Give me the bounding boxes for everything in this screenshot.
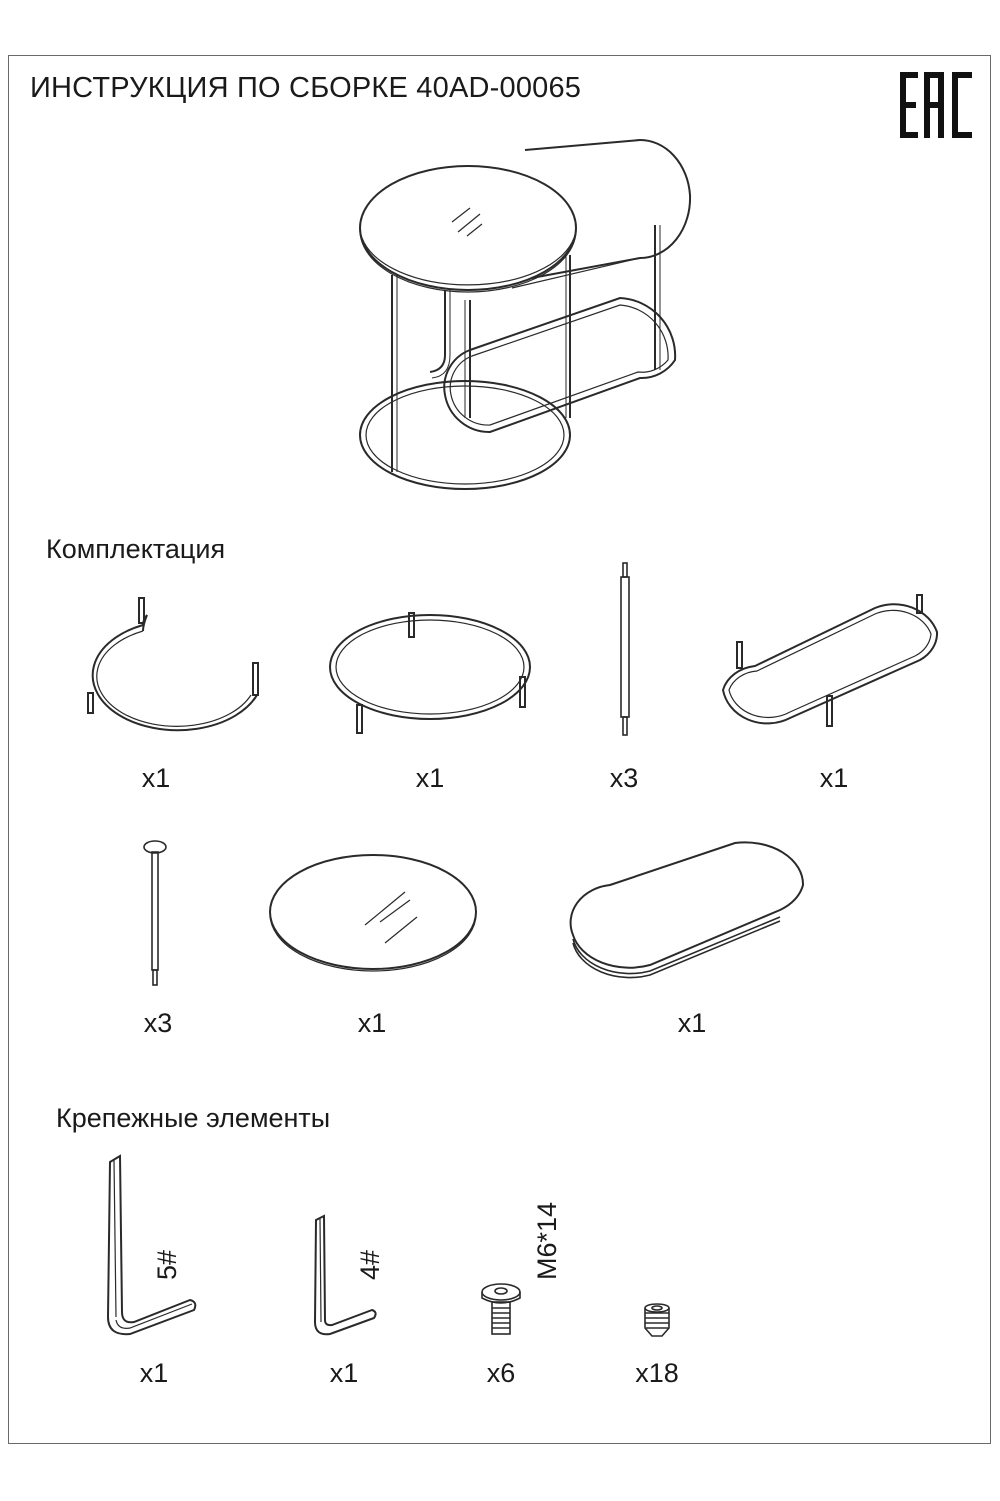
bolt-size-label: M6*14 [532, 1201, 562, 1280]
component-qty: x1 [357, 1008, 387, 1038]
assembled-table-illustration [359, 138, 692, 490]
fastener-qty: x18 [635, 1358, 679, 1388]
page-title: ИНСТРУКЦИЯ ПО СБОРКЕ 40AD-00065 [30, 72, 582, 104]
round-support-ring [329, 612, 531, 734]
page-border [8, 55, 991, 1444]
component-qty: x1 [819, 763, 849, 793]
fasteners-heading: Крепежные элементы [56, 1103, 331, 1133]
long-leg [143, 840, 167, 986]
hex-key-size-label: 5# [152, 1249, 182, 1280]
hex-key-4-icon [313, 1214, 377, 1336]
oval-base-frame [721, 594, 939, 727]
components-heading: Комплектация [46, 534, 226, 564]
fastener-qty: x6 [486, 1358, 516, 1388]
c-shaped-base-ring [87, 597, 259, 732]
component-qty: x1 [141, 763, 171, 793]
oval-tabletop [569, 841, 805, 979]
bolt-m6x14-icon [481, 1283, 521, 1335]
fastener-qty: x1 [329, 1358, 359, 1388]
round-glass-top [269, 854, 477, 972]
short-leg [620, 562, 630, 736]
set-screw-icon [644, 1303, 670, 1337]
hex-key-5-icon [106, 1154, 197, 1336]
component-qty: x1 [677, 1008, 707, 1038]
hex-key-size-label: 4# [355, 1249, 385, 1280]
component-qty: x1 [415, 763, 445, 793]
fastener-qty: x1 [139, 1358, 169, 1388]
component-qty: x3 [609, 763, 639, 793]
eac-certification-mark [900, 72, 972, 138]
component-qty: x3 [143, 1008, 173, 1038]
